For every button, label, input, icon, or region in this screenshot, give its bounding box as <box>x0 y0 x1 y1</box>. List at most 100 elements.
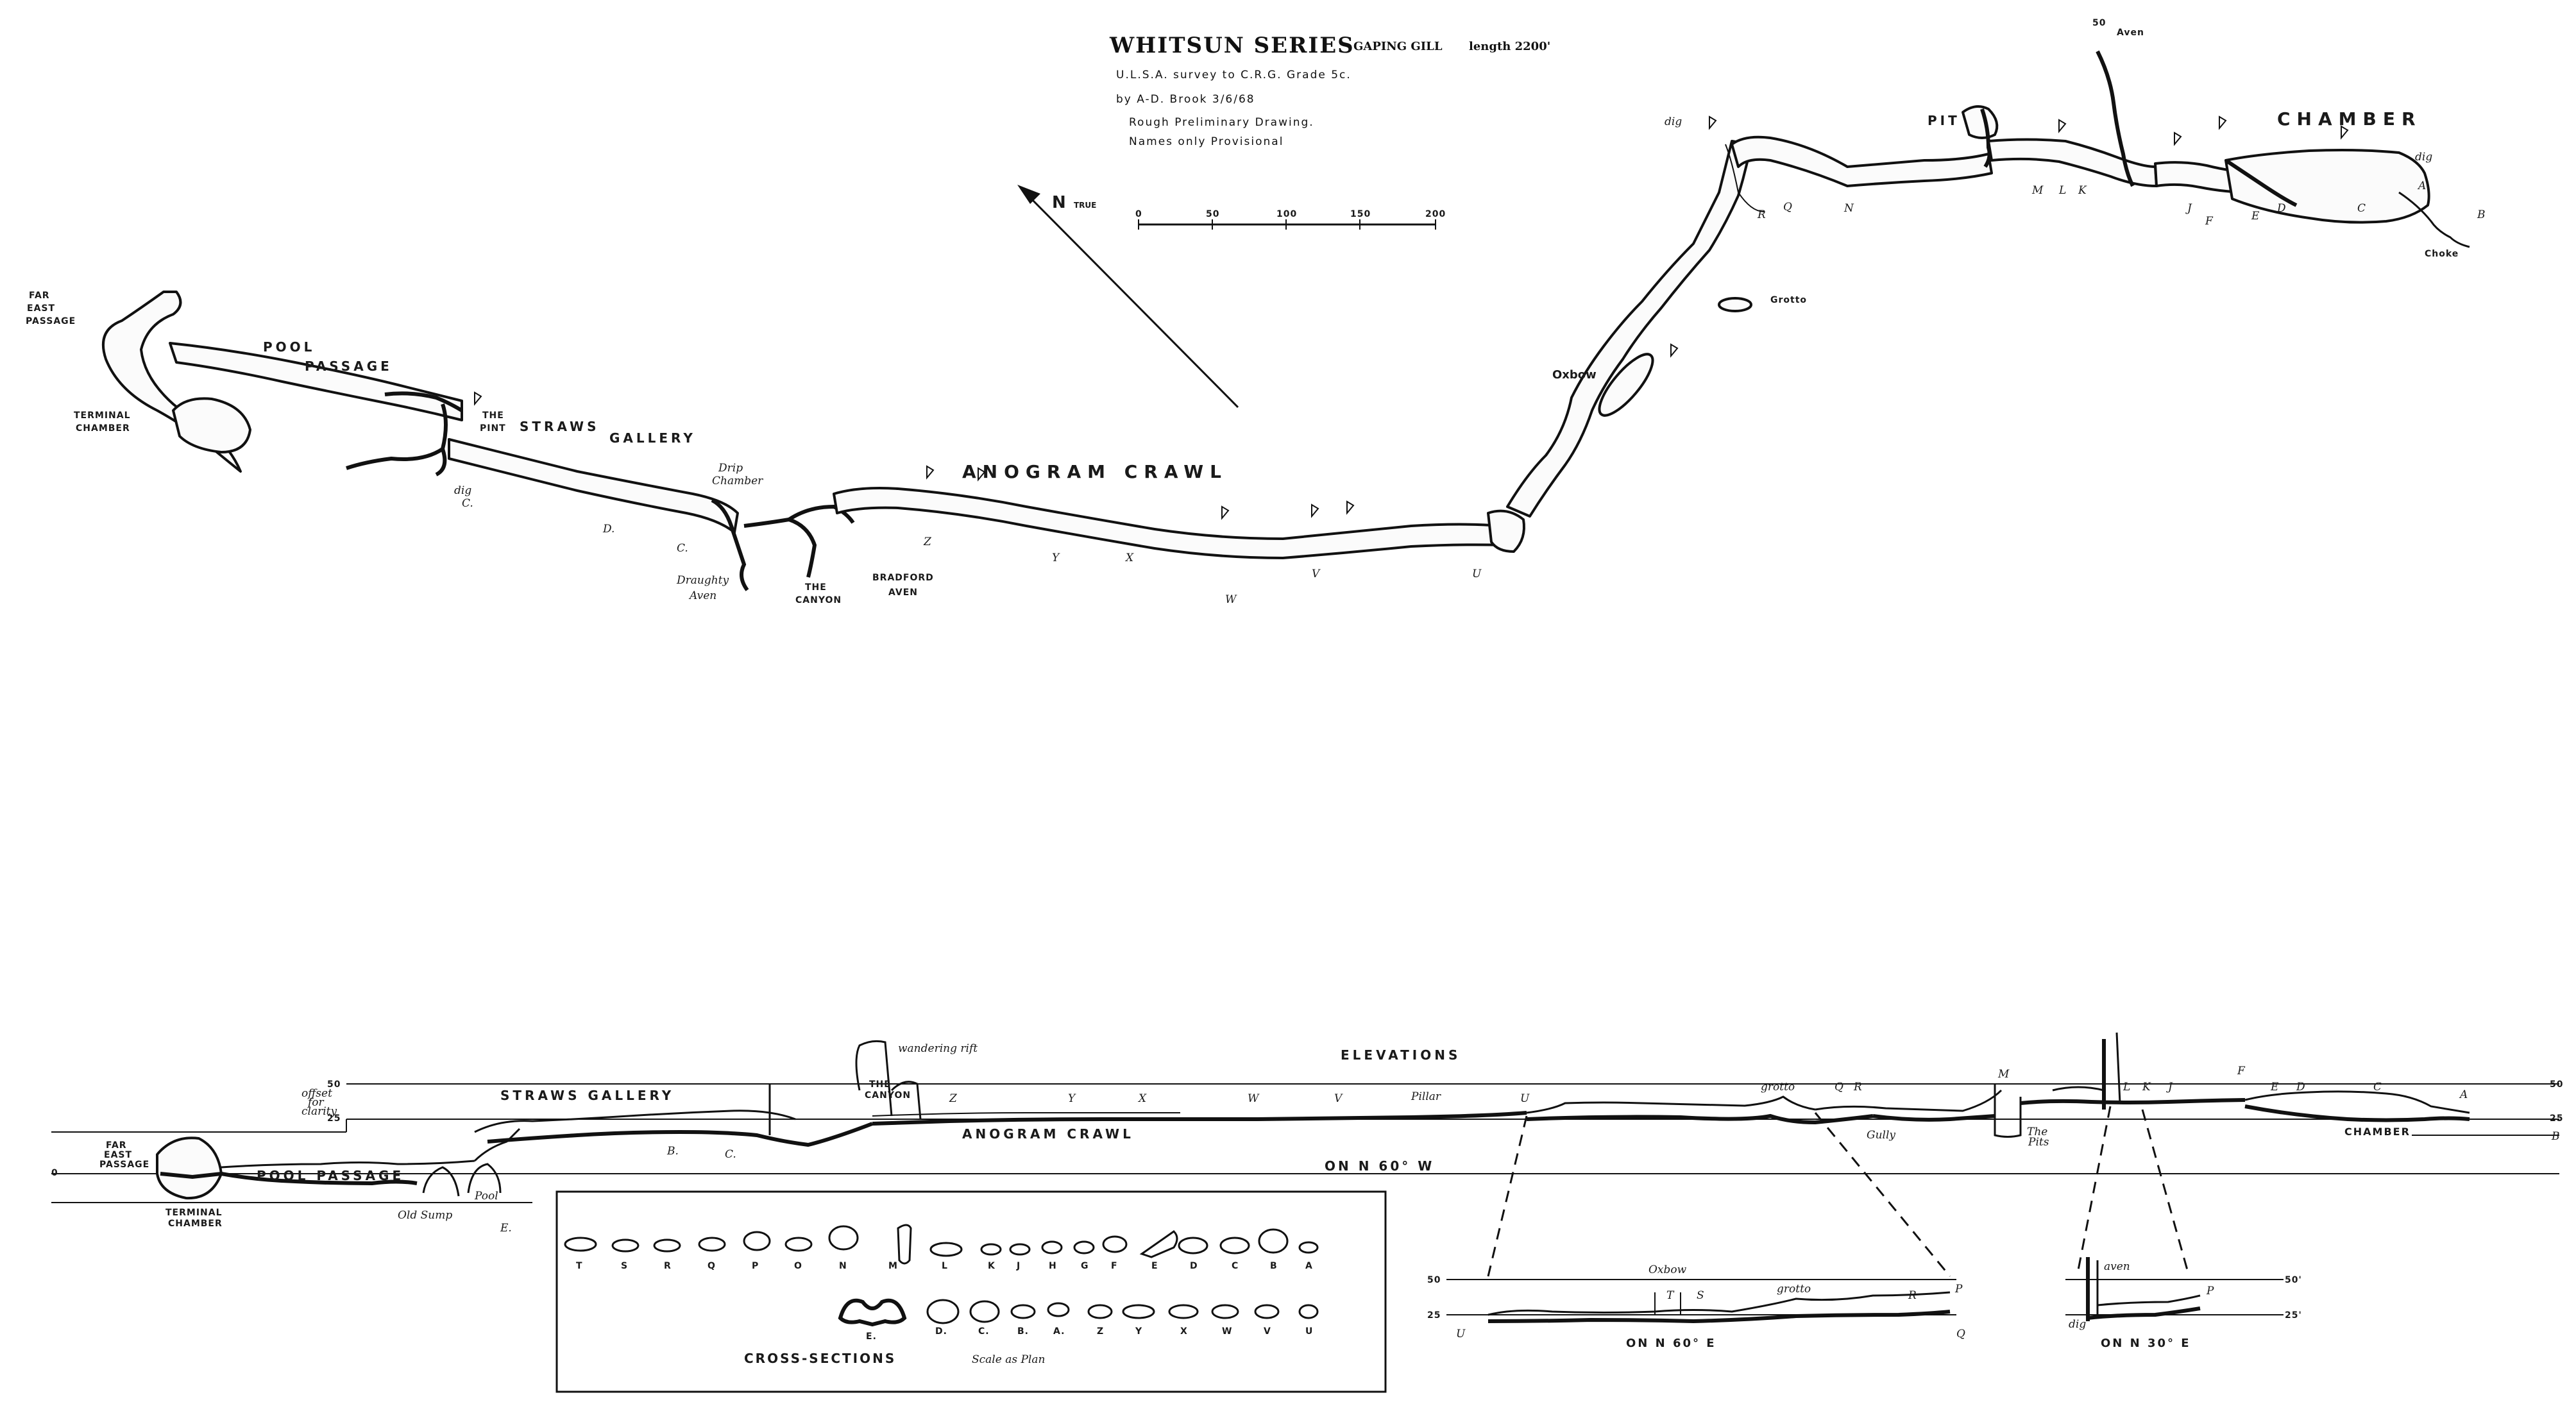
cross-sections-frame <box>555 1190 1387 1393</box>
north-qualifier: TRUE <box>1074 201 1096 210</box>
pint-section <box>384 391 463 412</box>
plan-station: C. <box>677 542 688 555</box>
xs-label: Y <box>1135 1326 1142 1337</box>
canyon-elev-label-2: CANYON <box>865 1090 911 1101</box>
far-east-elev-label-1: FAR <box>106 1140 127 1151</box>
scale-tick-200: 200 <box>1425 209 1446 219</box>
plan-station: L <box>2058 184 2066 197</box>
survey-note-rough: Rough Preliminary Drawing. <box>1129 116 1314 129</box>
detail-orientation-n30e: ON N 30° E <box>2101 1337 2191 1350</box>
pool-passage-elev-label: POOL PASSAGE <box>257 1168 404 1183</box>
pint-label-2: PINT <box>480 423 506 434</box>
gully-label: Gully <box>1867 1129 1895 1142</box>
detail-ne-depth-25: 25' <box>2285 1310 2302 1321</box>
far-east-label-3: PASSAGE <box>26 316 76 326</box>
xs-label: C <box>1232 1261 1239 1271</box>
xs-label: D <box>1190 1261 1198 1271</box>
elevations-title: ELEVATIONS <box>1341 1047 1461 1063</box>
pit-label: PIT <box>1928 113 1960 128</box>
canyon-label-2: CANYON <box>795 595 842 605</box>
drip-label-1: Drip <box>718 462 743 475</box>
the-pits-elevation <box>1994 1084 2022 1138</box>
plan-station-flags <box>474 115 2349 520</box>
xs-label: C. <box>978 1326 990 1337</box>
chamber-elevation-floor <box>2244 1104 2470 1122</box>
chamber-elev-label: CHAMBER <box>2344 1126 2411 1138</box>
pits-label-1: The <box>2027 1126 2047 1138</box>
drip-label-2: Chamber <box>712 475 763 487</box>
xs-label: J <box>1016 1261 1021 1271</box>
xs-label: L <box>942 1261 948 1271</box>
detail-oxbow-label: Oxbow <box>1648 1263 1687 1276</box>
north-arrow-head-icon <box>1017 185 1040 204</box>
far-east-label-2: EAST <box>27 303 55 314</box>
survey-length: length 2200' <box>1469 40 1550 53</box>
pit-plan <box>1962 105 1999 139</box>
cross-section-shapes-row1 <box>564 1224 1319 1265</box>
xs-label: P <box>752 1261 759 1271</box>
straws-gallery <box>448 438 739 534</box>
chamber-plan <box>2224 149 2430 224</box>
xs-label: W <box>1222 1326 1232 1337</box>
plan-station: X <box>1124 552 1134 564</box>
plan-station: V <box>1312 568 1321 580</box>
anogram-elev-label: ANOGRAM CRAWL <box>962 1126 1134 1142</box>
pool-label: Pool <box>474 1190 498 1203</box>
elevation-stations: E. B. C. Z Y X W V U Q R M L K J F E D C… <box>500 1065 2560 1235</box>
xs-label: E. <box>866 1331 877 1342</box>
draughty-label-1: Draughty <box>676 574 729 587</box>
pits-label-2: Pits <box>2028 1136 2049 1149</box>
pint-label-1: THE <box>482 410 504 421</box>
elev-station: W <box>1248 1092 1260 1105</box>
elev-station: M <box>1997 1068 2010 1081</box>
xs-label: B <box>1270 1261 1278 1271</box>
plan-station: W <box>1225 593 1237 606</box>
xs-label: M <box>888 1261 898 1271</box>
north-label: N <box>1052 193 1066 212</box>
detail-station: S <box>1697 1289 1704 1302</box>
survey-title: WHITSUN SERIES <box>1109 33 1355 58</box>
elev-station: C. <box>725 1148 736 1161</box>
canyon-elevation <box>855 1040 893 1117</box>
anogram-crawl <box>833 487 1505 559</box>
elev-station: J <box>2166 1081 2173 1094</box>
plan-station: A <box>2417 180 2426 192</box>
upper-passage <box>1731 135 1993 187</box>
plan-station: F <box>2205 215 2214 228</box>
far-east-passage <box>101 291 242 473</box>
north-arrow-shaft <box>1022 190 1239 409</box>
cross-section-labels-row2: E. D. C. B. A. Z Y X W V U <box>866 1326 1312 1342</box>
elev-station: K <box>2142 1081 2151 1094</box>
xs-label: D. <box>935 1326 947 1337</box>
elev-station: U <box>1520 1092 1530 1105</box>
xs-label: F <box>1111 1261 1118 1271</box>
main-elevation: ELEVATIONS 50 25 0 50 25 offset for clar… <box>51 1032 2563 1277</box>
dig-label-3: dig <box>454 484 471 497</box>
xs-label: Q <box>708 1261 716 1271</box>
far-east-elev-label-3: PASSAGE <box>99 1160 149 1170</box>
detail-station: R <box>1908 1289 1917 1302</box>
depth-label: 25 <box>2550 1113 2563 1124</box>
detail-grotto-label: grotto <box>1777 1283 1811 1296</box>
offset-label-2: for <box>307 1096 325 1109</box>
elev-station: B <box>2551 1130 2560 1143</box>
grotto-elev-label: grotto <box>1761 1081 1795 1094</box>
plan-station: U <box>1472 568 1482 580</box>
terminal-label-1: TERMINAL <box>74 410 131 421</box>
elev-station: A <box>2459 1088 2468 1101</box>
detail-station: U <box>1456 1328 1466 1340</box>
plan-station: D. <box>602 523 614 536</box>
terminal-label-2: CHAMBER <box>76 423 130 434</box>
detail-ne-dig-label: dig <box>2069 1318 2086 1331</box>
xs-label: X <box>1180 1326 1188 1337</box>
offset-label-1: offset <box>301 1087 332 1100</box>
pillar-elev-label: Pillar <box>1411 1090 1441 1103</box>
terminal-elev-label-1: TERMINAL <box>165 1208 223 1218</box>
xs-label: O <box>794 1261 802 1271</box>
cave-name: GAPING GILL <box>1353 40 1443 53</box>
drip-chamber-area <box>711 498 749 591</box>
depth-label: 25 <box>327 1113 341 1124</box>
survey-note-names: Names only Provisional <box>1129 135 1284 148</box>
cross-sections-title: CROSS-SECTIONS <box>744 1351 896 1366</box>
